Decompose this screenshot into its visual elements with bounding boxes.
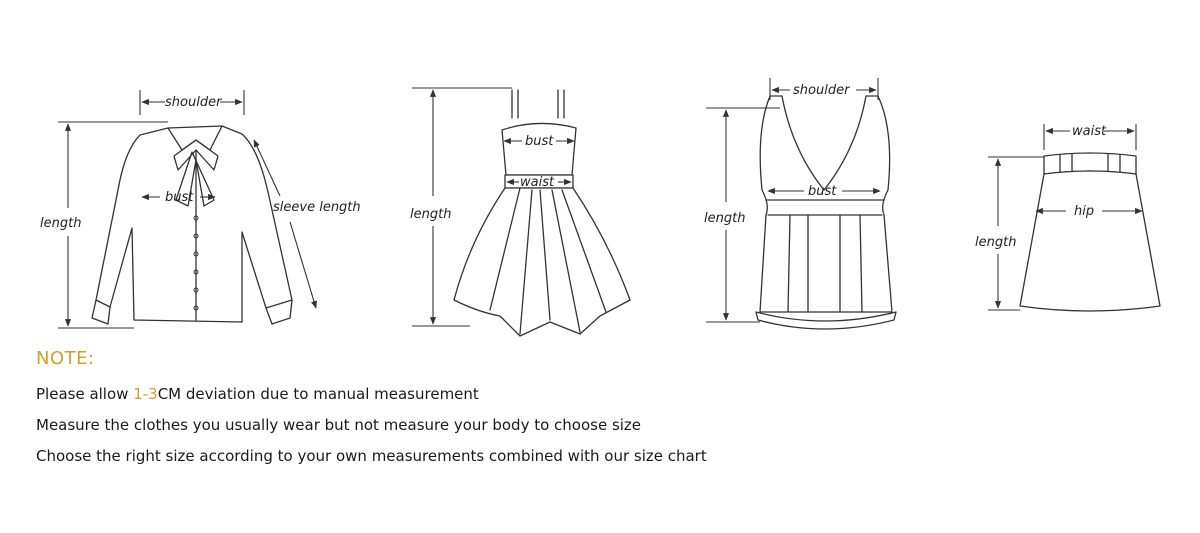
skirt-belt-loops <box>1059 153 1121 173</box>
dress-strap-right <box>557 89 565 119</box>
shirt-cuff-left <box>91 299 111 325</box>
shirt-length-label: length <box>40 216 81 231</box>
tank-hem <box>755 311 897 330</box>
shirt-body <box>95 125 293 323</box>
note-line-measure: Measure the clothes you usually wear but… <box>36 416 642 434</box>
dress-skirt <box>453 187 631 337</box>
note-line1-highlight: 1-3 <box>133 385 158 403</box>
note-section: NOTE: Please allow 1-3CM deviation due t… <box>36 348 707 472</box>
dress-waist-label: waist <box>520 175 555 190</box>
shirt-bust-label: bust <box>165 190 194 205</box>
shirt-diagram: shoulder bust length sleeve length <box>40 90 361 329</box>
dress-length-label: length <box>410 207 451 222</box>
dress-pleats <box>489 187 607 335</box>
skirt-waist-label: waist <box>1072 124 1107 139</box>
note-line-choose: Choose the right size according to your … <box>36 447 707 465</box>
note-line1-after: CM deviation due to manual measurement <box>157 385 479 403</box>
tank-length-label: length <box>704 211 745 226</box>
tank-body <box>759 95 893 313</box>
skirt-hip-label: hip <box>1074 204 1094 219</box>
shirt-shoulder-label: shoulder <box>165 95 223 110</box>
tank-waist-seam <box>765 199 885 216</box>
skirt-length-label: length <box>975 235 1016 250</box>
shirt-cuff-right <box>265 299 293 325</box>
skirt-diagram: waist hip length <box>975 124 1161 312</box>
note-line-deviation: Please allow 1-3CM deviation due to manu… <box>36 379 707 410</box>
note-line1-before: Please allow <box>36 385 134 403</box>
shirt-sleeve-arrow <box>253 139 281 197</box>
shirt-sleeve-label: sleeve length <box>273 200 361 215</box>
skirt-body <box>1019 170 1161 312</box>
dress-bust-label: bust <box>525 134 554 149</box>
tank-shoulder-label: shoulder <box>793 83 851 98</box>
tank-bust-label: bust <box>808 184 837 199</box>
shirt-buttons <box>193 215 199 311</box>
dress-diagram: bust waist length <box>410 87 631 337</box>
note-title: NOTE: <box>36 348 95 369</box>
tank-diagram: shoulder bust length <box>704 78 897 330</box>
dress-bodice <box>501 122 577 176</box>
dress-strap-left <box>511 89 519 119</box>
tank-panels <box>787 214 863 313</box>
